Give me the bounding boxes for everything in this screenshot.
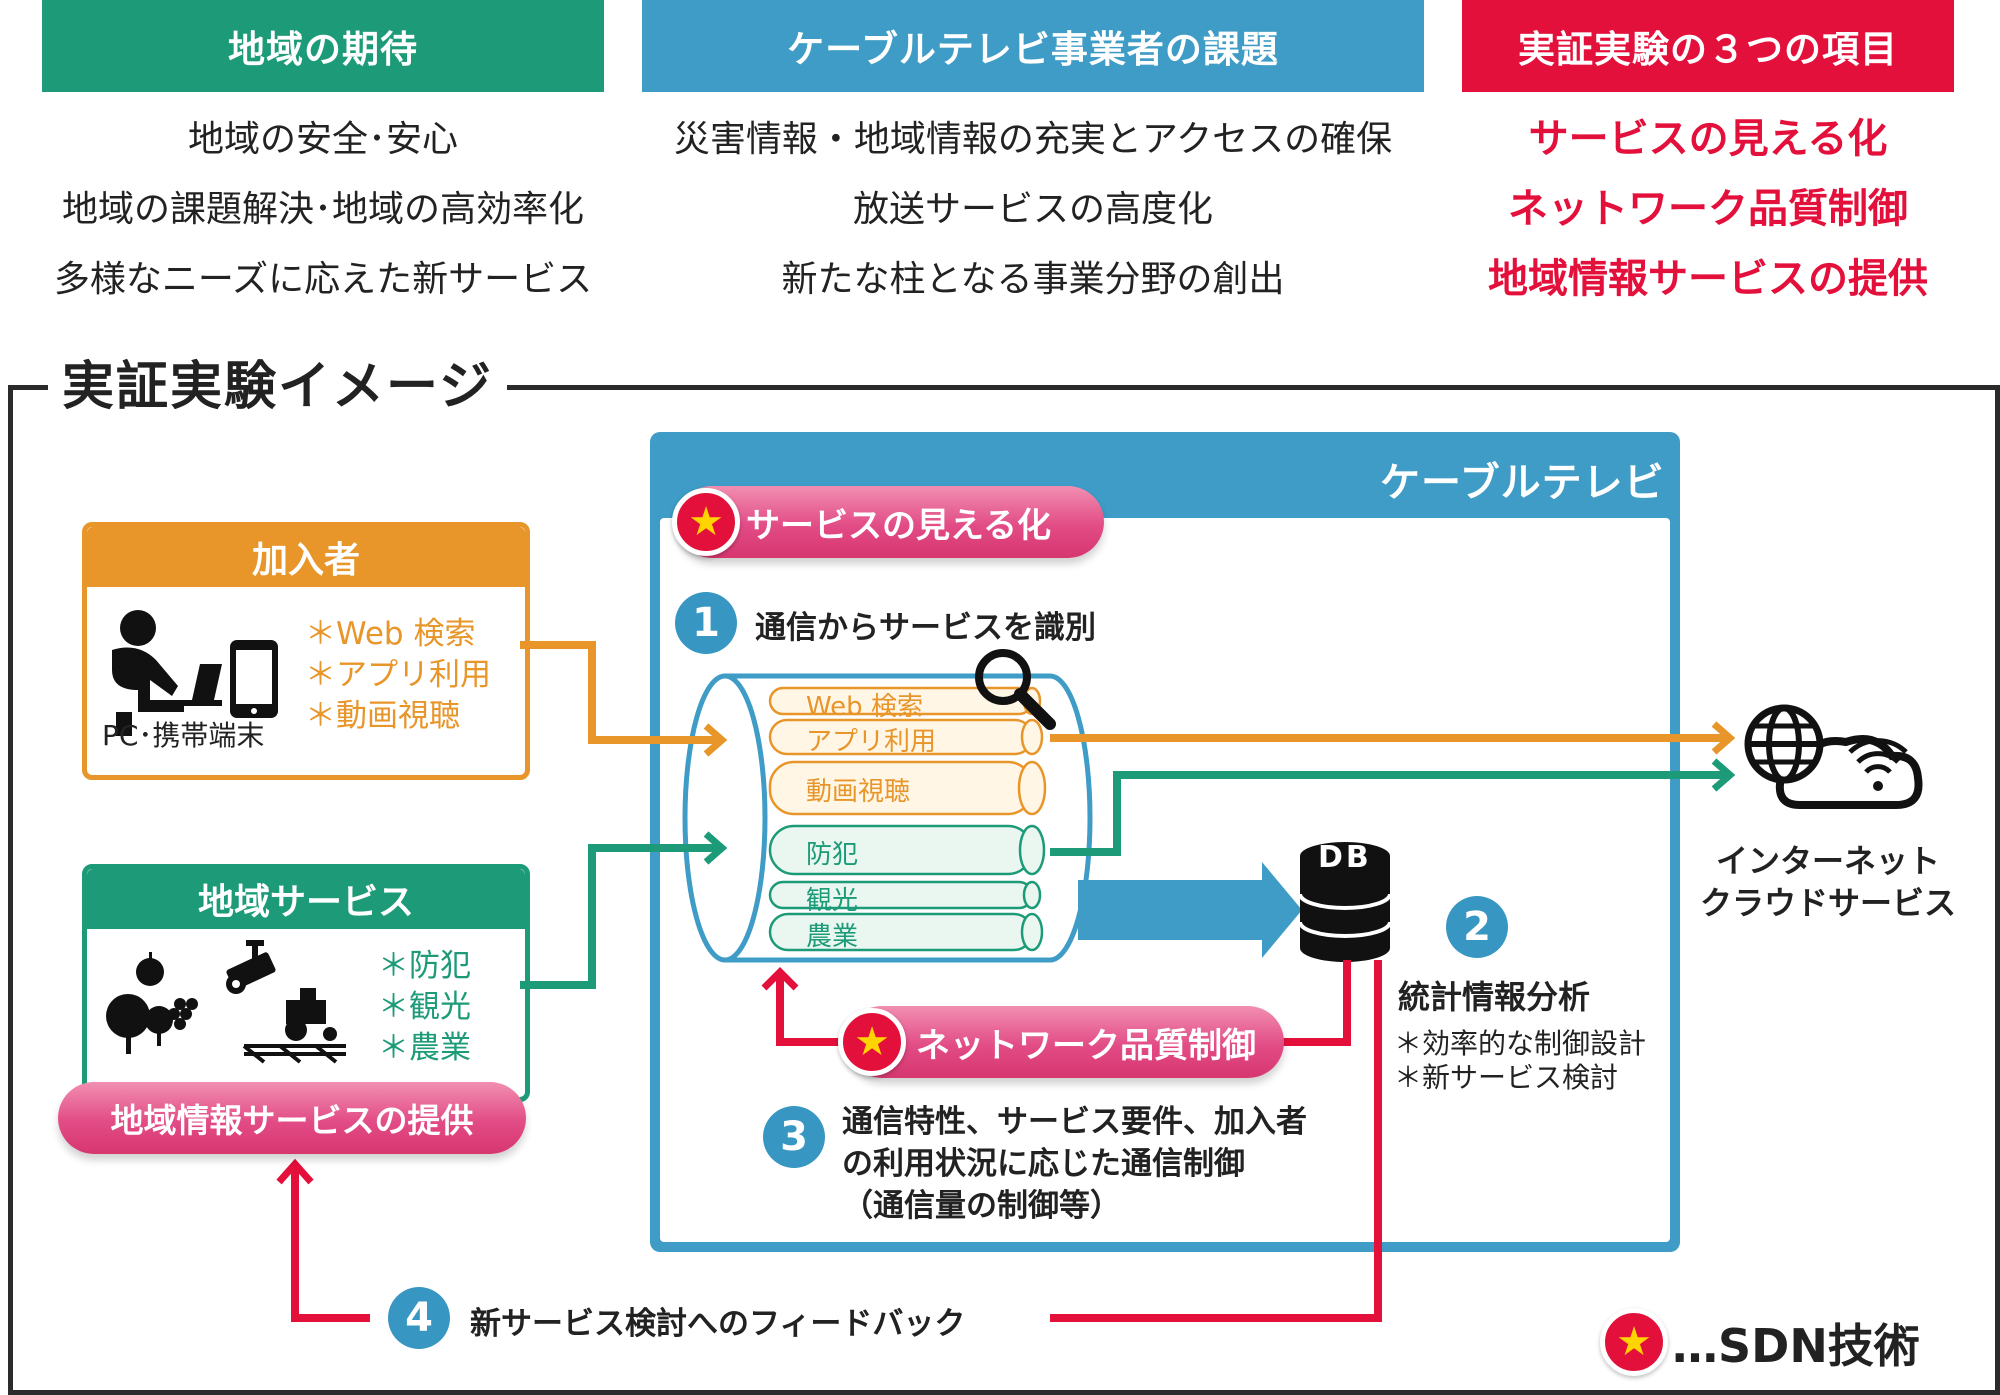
issues-title: ケーブルテレビ事業者の課題 <box>787 28 1279 71</box>
legend-star-icon: ★ <box>1600 1308 1668 1376</box>
feedback-arrow <box>291 1168 370 1322</box>
sdn-star-icon: ★ <box>838 1008 906 1076</box>
regional-header: 地域サービス <box>87 869 525 929</box>
step4-number: 4 <box>388 1287 450 1349</box>
qos-pill-label: ネットワーク品質制御 <box>916 1025 1256 1066</box>
regional-pill-label: 地域情報サービスの提供 <box>110 1101 474 1140</box>
tractor-icon <box>242 988 346 1064</box>
regional-service: ＊観光 <box>378 989 471 1025</box>
items-header: 実証実験の３つの項目 <box>1462 0 1954 92</box>
feedback-line <box>1050 960 1382 1322</box>
test-item: サービスの見える化 <box>1528 116 1888 162</box>
qos-return-line <box>1280 960 1351 1046</box>
pc-user-icon <box>112 610 278 736</box>
regional-service: ＊防犯 <box>378 948 471 984</box>
issue-item: 災害情報・地域情報の充実とアクセスの確保 <box>673 119 1393 160</box>
diagram-title: 実証実験イメージ <box>48 352 507 422</box>
qos-to-pipe-arrow <box>776 975 845 1046</box>
db-flow-arrow <box>1078 862 1302 958</box>
step4-text: 新サービス検討へのフィードバック <box>470 1306 966 1342</box>
visualization-pill-label: サービスの見える化 <box>746 505 1051 546</box>
lane-label: アプリ利用 <box>806 727 937 757</box>
step3-line: の利用状況に応じた通信制御 <box>842 1146 1245 1182</box>
camera-icon <box>226 940 276 994</box>
issue-item: 放送サービスの高度化 <box>852 189 1213 230</box>
issue-item: 新たな柱となる事業分野の創出 <box>781 259 1285 300</box>
expectation-item: 多様なニーズに応えた新サービス <box>53 259 593 300</box>
step2-item: ＊新サービス検討 <box>1394 1061 1619 1094</box>
db-icon <box>1298 842 1392 962</box>
test-item: 地域情報サービスの提供 <box>1488 256 1928 302</box>
subscriber-arrow <box>520 641 720 744</box>
lane-label: 防犯 <box>806 840 859 870</box>
qos-pill: ネットワーク品質制御 <box>846 1006 1284 1078</box>
lane-tourism <box>768 880 1042 910</box>
lane-crime <box>768 824 1046 876</box>
catv-label: ケーブルテレビ <box>1380 460 1665 506</box>
step1-text: 通信からサービスを識別 <box>755 610 1096 646</box>
step2-title: 統計情報分析 <box>1398 978 1591 1016</box>
subscriber-use: ＊アプリ利用 <box>305 657 491 693</box>
diagram-frame <box>8 385 2000 1395</box>
visualization-pill: サービスの見える化 <box>676 486 1104 558</box>
issues-header: ケーブルテレビ事業者の課題 <box>642 0 1424 92</box>
lane-label: 動画視聴 <box>806 777 911 807</box>
regional-info-pill: 地域情報サービスの提供 <box>58 1082 526 1154</box>
expectations-header: 地域の期待 <box>42 0 604 92</box>
fruit-icon <box>106 952 198 1054</box>
lane-label: Web 検索 <box>806 692 923 722</box>
step2-item: ＊効率的な制御設計 <box>1394 1027 1647 1060</box>
regional-service: ＊農業 <box>378 1030 471 1066</box>
subscriber-use: ＊Web 検索 <box>305 616 476 652</box>
lane-agri <box>768 912 1044 952</box>
internet-green-arrow <box>1050 771 1728 856</box>
test-item: ネットワーク品質制御 <box>1508 186 1908 232</box>
expectations-title: 地域の期待 <box>228 28 418 71</box>
step3-number: 3 <box>763 1106 825 1168</box>
lane-label: 農業 <box>806 922 859 952</box>
step3-line: 通信特性、サービス要件、加入者 <box>842 1104 1307 1140</box>
device-label: PC･携帯端末 <box>102 719 265 752</box>
lane-app <box>768 718 1044 756</box>
lane-video <box>768 760 1047 816</box>
step2-number: 2 <box>1446 896 1508 958</box>
regional-title: 地域サービス <box>197 882 414 923</box>
db-label: DB <box>1318 840 1372 875</box>
items-title: 実証実験の３つの項目 <box>1518 28 1898 71</box>
expectation-item: 地域の課題解決･地域の高効率化 <box>61 189 584 230</box>
subscriber-use: ＊動画視聴 <box>305 698 460 734</box>
regional-arrow <box>520 844 720 989</box>
magnifier-icon <box>975 649 1056 730</box>
subscriber-title: 加入者 <box>251 540 360 581</box>
expectation-item: 地域の安全･安心 <box>187 119 458 160</box>
internet-label: インターネット <box>1716 842 1941 880</box>
legend-text: …SDN技術 <box>1672 1319 1920 1373</box>
sdn-star-icon: ★ <box>672 488 740 556</box>
globe-cloud-icon <box>1744 704 1923 809</box>
step1-number: 1 <box>675 592 737 654</box>
subscriber-header: 加入者 <box>87 527 525 587</box>
lane-label: 観光 <box>806 886 859 916</box>
cloud-service-label: クラウドサービス <box>1700 884 1957 922</box>
step3-line: （通信量の制御等） <box>842 1188 1121 1224</box>
